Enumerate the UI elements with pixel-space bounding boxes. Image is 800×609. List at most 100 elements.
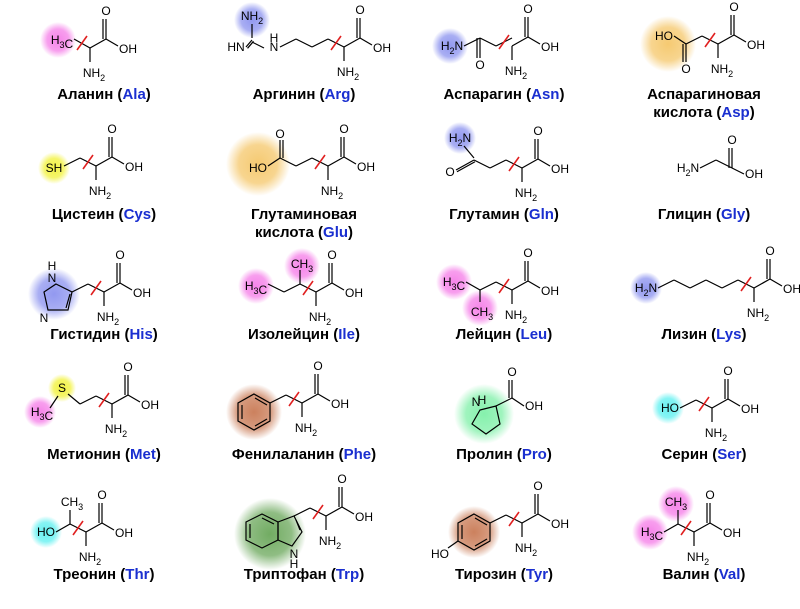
bond xyxy=(79,395,97,405)
oxygen-label: O xyxy=(355,3,364,17)
cleavage-mark xyxy=(288,391,300,407)
amino-label: NH2 xyxy=(309,310,331,327)
methyl-highlight xyxy=(462,290,498,326)
bond xyxy=(295,38,313,48)
bond xyxy=(663,523,679,533)
bond-c-oh xyxy=(727,398,741,407)
amino-acid-name: Серин xyxy=(661,446,709,463)
bond-alpha-carboxyl xyxy=(111,394,129,405)
amino-acid-abbreviation: Pro xyxy=(521,446,547,463)
hydroxyl-label: OH xyxy=(551,517,569,531)
methyl-label: H3C xyxy=(443,275,466,293)
oxygen-label: O xyxy=(705,488,714,502)
hydroxyl-label: OH xyxy=(331,397,349,411)
bond xyxy=(311,38,329,48)
methyl-highlight xyxy=(40,22,76,58)
bond-alpha-carboxyl xyxy=(325,506,343,517)
amino-acid-abbreviation: Asp xyxy=(721,104,750,121)
bond xyxy=(679,399,697,409)
h2n-label: H2N xyxy=(449,131,471,148)
bond xyxy=(279,38,297,48)
cleavage-mark xyxy=(498,34,510,50)
hydroxyl-label: OH xyxy=(141,398,159,412)
amino-acid-abbreviation: Met xyxy=(130,446,156,463)
bond-c-oh xyxy=(537,513,551,522)
oxygen-label: O xyxy=(681,62,690,76)
methyl-label: H3C xyxy=(245,279,268,297)
pyrrolidine-highlight xyxy=(454,384,514,444)
hydroxyl-label: OH xyxy=(783,282,800,296)
cleavage-mark xyxy=(680,520,692,536)
double-bond xyxy=(295,519,301,531)
pyrrolidine-ring xyxy=(471,405,501,435)
double-bond xyxy=(474,517,488,526)
imine-nh2-label: NH2 xyxy=(241,9,263,26)
amino-label: NH2 xyxy=(295,421,317,438)
bond-alpha-carboxyl xyxy=(521,158,539,169)
bond-alpha-carboxyl xyxy=(693,522,711,533)
h2n-label: H2N xyxy=(441,39,463,56)
bond-c-oh xyxy=(733,34,747,43)
oxygen-label: O xyxy=(97,488,106,502)
nitrogen-label: N xyxy=(40,311,49,325)
oxygen-label: O xyxy=(475,58,484,72)
cleavage-mark xyxy=(704,32,716,48)
bond xyxy=(63,157,81,167)
bond-alpha-carboxyl xyxy=(711,398,729,409)
bond xyxy=(657,279,675,289)
double-bond xyxy=(254,397,268,406)
amino-acid-caption: Лизин (Lys) xyxy=(661,326,747,343)
oxygen-label: O xyxy=(507,365,516,379)
bond xyxy=(293,507,311,517)
bond-c-oh xyxy=(331,282,345,291)
amino-acid-name: Глутаминовая xyxy=(251,206,357,223)
bond-c-oh xyxy=(527,36,541,45)
hydroxyl-label: OH xyxy=(125,160,143,174)
amino-acid-name: Валин xyxy=(662,566,710,583)
bond-c-oh xyxy=(341,506,355,515)
bond xyxy=(689,279,707,289)
double-bond xyxy=(474,538,488,547)
oxygen-label: O xyxy=(327,248,336,262)
oxygen-label: O xyxy=(533,124,542,138)
amino-acid-abbreviation: Lys xyxy=(716,326,742,343)
methyl-label: CH3 xyxy=(291,257,313,274)
h-label: H xyxy=(478,393,487,407)
bond-c-oh xyxy=(537,158,551,167)
methyl-label: H3C xyxy=(31,405,54,423)
hydroxyl-label: OH xyxy=(745,167,763,181)
methyl-highlight xyxy=(632,514,668,550)
amino-acid-name: Аланин xyxy=(57,86,114,103)
h-label: H xyxy=(48,259,57,273)
double-bond xyxy=(456,161,476,173)
nitrogen-label: N xyxy=(48,271,57,285)
bond xyxy=(731,167,745,175)
bond xyxy=(699,159,717,169)
oxygen-label: O xyxy=(275,127,284,141)
amino-label: NH2 xyxy=(105,422,127,439)
amino-acid-name-second-line: кислота xyxy=(653,104,713,121)
amino-label: NH2 xyxy=(337,65,359,82)
methyl-label: CH3 xyxy=(665,495,687,512)
hydroxyl-label: OH xyxy=(747,38,765,52)
imidazole-ring xyxy=(43,283,73,311)
cleavage-mark xyxy=(312,504,324,520)
bond xyxy=(49,395,59,409)
amino-acid-abbreviation: Gly xyxy=(721,206,746,223)
nitrogen-label: N xyxy=(270,40,279,54)
bond xyxy=(479,37,497,47)
bond-c-oh xyxy=(317,393,331,402)
